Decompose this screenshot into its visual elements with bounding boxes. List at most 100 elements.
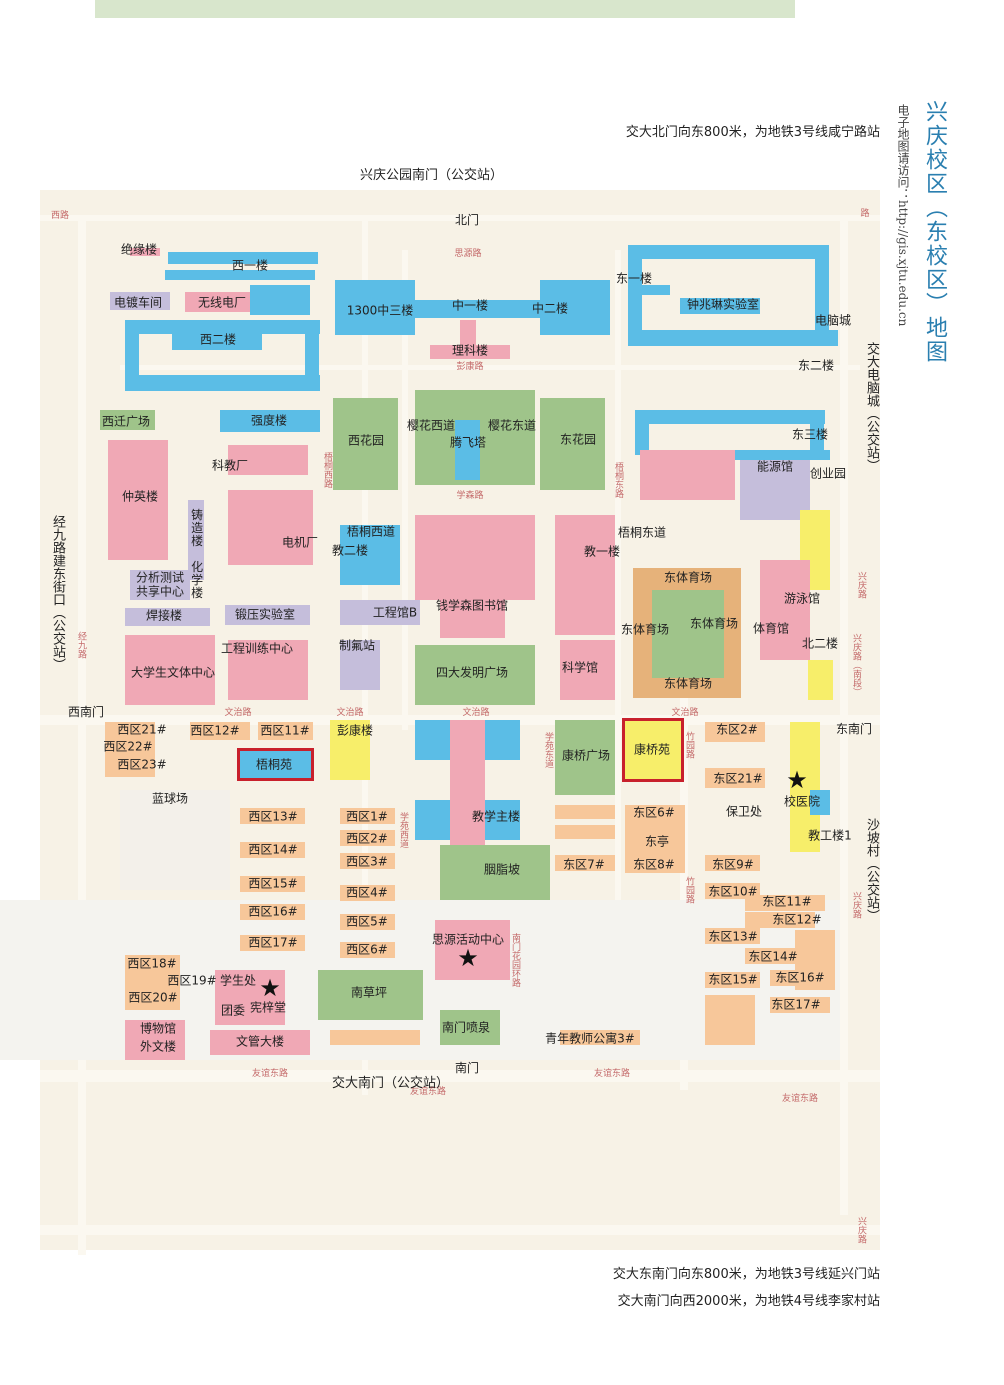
place-label[interactable]: 校医院: [783, 794, 821, 809]
place-label[interactable]: 西区2#: [346, 831, 388, 846]
place-label[interactable]: 西区23#: [117, 757, 167, 772]
place-label[interactable]: 西区13#: [248, 809, 298, 824]
place-label[interactable]: 西一楼: [231, 258, 269, 273]
place-label[interactable]: 彭康楼: [336, 723, 374, 738]
place-label[interactable]: 电机厂: [281, 535, 319, 550]
place-label[interactable]: 西迁广场: [101, 414, 151, 429]
place-label[interactable]: 东花园: [559, 432, 597, 447]
place-label[interactable]: 工程馆B: [372, 605, 418, 620]
highlight-kangqiaoyuan[interactable]: [622, 718, 684, 782]
place-label[interactable]: 东区6#: [633, 805, 675, 820]
place-label[interactable]: 教二楼: [331, 543, 369, 558]
place-label[interactable]: 科教厂: [211, 458, 249, 473]
place-label[interactable]: 电脑城: [814, 313, 852, 328]
place-label[interactable]: 西区14#: [248, 842, 298, 857]
place-label[interactable]: 工程训练中心: [220, 641, 294, 656]
place-label[interactable]: 西区4#: [346, 885, 388, 900]
place-label[interactable]: 体育馆: [752, 621, 790, 636]
place-label[interactable]: 西区5#: [346, 914, 388, 929]
place-label[interactable]: 思源活动中心: [431, 932, 505, 947]
place-label[interactable]: 西二楼: [199, 332, 237, 347]
place-label[interactable]: 东体育场: [689, 616, 739, 631]
place-label[interactable]: 化学楼: [189, 560, 204, 600]
place-label[interactable]: 学生处: [219, 973, 257, 988]
place-label[interactable]: 电镀车间: [113, 295, 163, 310]
place-label[interactable]: 西区6#: [346, 942, 388, 957]
place-label[interactable]: 外文楼: [139, 1039, 177, 1054]
place-label[interactable]: 康桥苑: [633, 742, 671, 757]
place-label[interactable]: 东区16#: [775, 970, 825, 985]
place-label[interactable]: 东区2#: [716, 722, 758, 737]
place-label[interactable]: 焊接楼: [145, 608, 183, 623]
place-label[interactable]: 团委: [220, 1003, 246, 1018]
place-label[interactable]: 西区19#: [167, 973, 217, 988]
place-label[interactable]: 西区11#: [260, 723, 310, 738]
place-label[interactable]: 仲英楼: [121, 489, 159, 504]
place-label[interactable]: 东二楼: [797, 358, 835, 373]
place-label[interactable]: 强度楼: [250, 413, 288, 428]
place-label[interactable]: 西花园: [347, 433, 385, 448]
place-label[interactable]: 教工楼1: [808, 828, 852, 843]
place-label[interactable]: 南草坪: [350, 985, 388, 1000]
place-label[interactable]: 东区11#: [762, 894, 812, 909]
place-label[interactable]: 腾飞塔: [449, 435, 487, 450]
place-label[interactable]: 胭脂坡: [483, 862, 521, 877]
place-label[interactable]: 西区16#: [248, 904, 298, 919]
place-label[interactable]: 东区8#: [633, 857, 675, 872]
map-subtitle[interactable]: 电子地图请访问：http://gis.xjtu.edu.cn: [896, 104, 910, 327]
place-label[interactable]: 梧桐西道: [346, 524, 396, 539]
place-label[interactable]: 宪梓堂: [249, 1000, 287, 1015]
place-label[interactable]: 西区20#: [128, 990, 178, 1005]
place-label[interactable]: 青年教师公寓3#: [545, 1031, 635, 1046]
place-label[interactable]: 西区15#: [248, 876, 298, 891]
place-label[interactable]: 东体育场: [663, 676, 713, 691]
place-label[interactable]: 锻压实验室: [234, 607, 296, 622]
place-label[interactable]: 科学馆: [561, 660, 599, 675]
place-label[interactable]: 东亭: [644, 834, 670, 849]
place-label[interactable]: 西区1#: [346, 809, 388, 824]
place-label[interactable]: 东区7#: [563, 857, 605, 872]
place-label[interactable]: 绝缘楼: [120, 242, 158, 257]
place-label[interactable]: 教学主楼: [471, 809, 521, 824]
place-label[interactable]: 东区15#: [708, 972, 758, 987]
place-label[interactable]: 东体育场: [663, 570, 713, 585]
place-label[interactable]: 梧桐东道: [617, 525, 667, 540]
place-label[interactable]: 蓝球场: [151, 791, 189, 806]
place-label[interactable]: 中一楼: [451, 298, 489, 313]
place-label[interactable]: 樱花东道: [487, 418, 537, 433]
place-label[interactable]: 创业园: [809, 466, 847, 481]
highlight-wutongyuan[interactable]: [237, 748, 314, 781]
place-label[interactable]: 钱学森图书馆: [435, 598, 509, 613]
place-label[interactable]: 中二楼: [531, 301, 569, 316]
place-label[interactable]: 铸造楼: [189, 508, 204, 548]
place-label[interactable]: 西区22#: [103, 739, 153, 754]
place-label[interactable]: 东区10#: [708, 884, 758, 899]
place-label[interactable]: 西区12#: [190, 723, 240, 738]
place-label[interactable]: 钟兆琳实验室: [686, 297, 760, 312]
place-label[interactable]: 共享中心: [135, 584, 185, 599]
place-label[interactable]: 保卫处: [725, 804, 763, 819]
place-label[interactable]: 游泳馆: [783, 591, 821, 606]
place-label[interactable]: 西区18#: [127, 956, 177, 971]
place-label[interactable]: 东一楼: [615, 271, 653, 286]
place-label[interactable]: 东区14#: [748, 949, 798, 964]
place-label[interactable]: 西区21#: [117, 722, 167, 737]
place-label[interactable]: 文管大楼: [235, 1034, 285, 1049]
place-label[interactable]: 能源馆: [756, 459, 794, 474]
place-label[interactable]: 无线电厂: [197, 295, 247, 310]
place-label[interactable]: 大学生文体中心: [130, 665, 216, 680]
place-label[interactable]: 东区21#: [713, 771, 763, 786]
place-label[interactable]: 1300中三楼: [346, 303, 414, 318]
place-label[interactable]: 北二楼: [801, 636, 839, 651]
place-label[interactable]: 制氟站: [338, 638, 376, 653]
place-label[interactable]: 樱花西道: [406, 418, 456, 433]
place-label[interactable]: 博物馆: [139, 1021, 177, 1036]
place-label[interactable]: 东区12#: [772, 912, 822, 927]
place-label[interactable]: 梧桐苑: [255, 757, 293, 772]
place-label[interactable]: 西区3#: [346, 854, 388, 869]
place-label[interactable]: 南门喷泉: [441, 1020, 491, 1035]
place-label[interactable]: 四大发明广场: [435, 665, 509, 680]
place-label[interactable]: 分析测试: [135, 570, 185, 585]
place-label[interactable]: 西区17#: [248, 935, 298, 950]
